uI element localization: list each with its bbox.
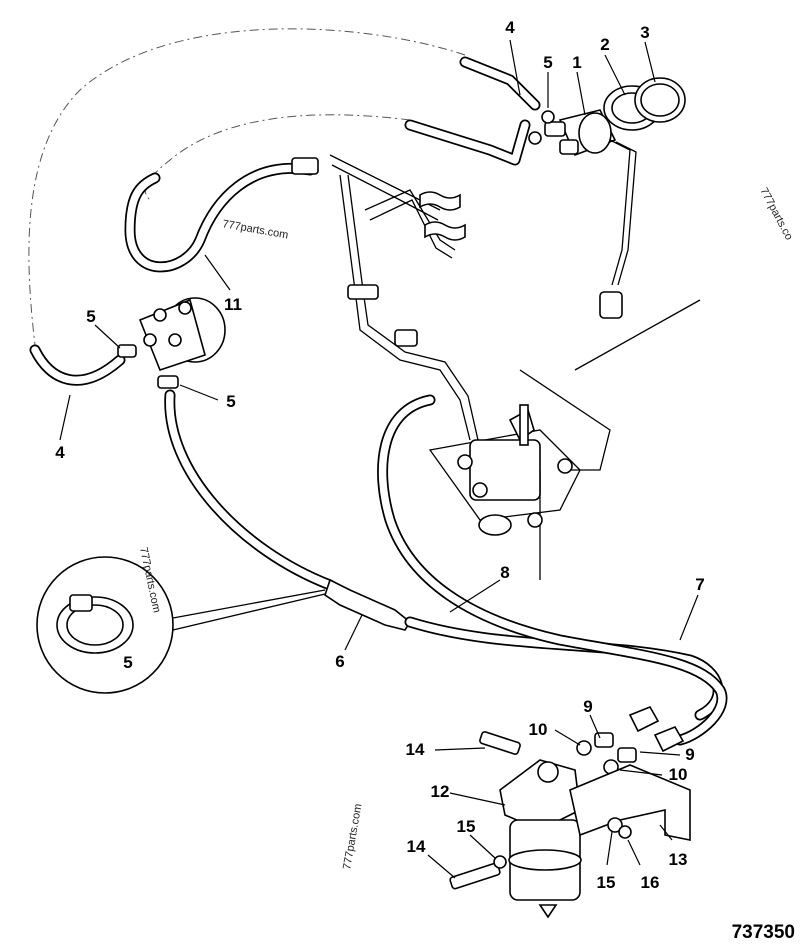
callout-7: 7 — [695, 575, 704, 594]
fuel-filter-12 — [449, 731, 691, 919]
callout-1: 1 — [572, 53, 581, 72]
callout-9-upper: 9 — [583, 697, 592, 716]
callout-10-lower: 10 — [669, 765, 688, 784]
watermark-1: 777parts.com — [221, 218, 289, 241]
watermark-4: 777parts.com — [341, 803, 364, 871]
callouts: 1 2 3 4 5 11 5 5 4 8 7 5 6 9 10 14 9 10 … — [55, 18, 704, 892]
callout-2: 2 — [600, 35, 609, 54]
callout-15-right: 15 — [597, 873, 616, 892]
hose-8 — [377, 394, 728, 746]
clamp-detail-inset — [36, 556, 326, 694]
callout-4-lower: 4 — [55, 443, 65, 462]
left-fuel-head — [29, 297, 226, 389]
callout-3: 3 — [640, 23, 649, 42]
callout-9-lower: 9 — [685, 745, 694, 764]
callout-13: 13 — [669, 850, 688, 869]
hose-main-and-filter-6 — [164, 389, 724, 721]
callout-14-lower: 14 — [407, 837, 426, 856]
callout-15-left: 15 — [457, 817, 476, 836]
callout-4-upper: 4 — [505, 18, 515, 37]
leader-lines — [59, 39, 699, 879]
callout-5-head: 5 — [226, 392, 235, 411]
callout-8: 8 — [500, 563, 509, 582]
fittings-9-10 — [576, 705, 685, 775]
callout-5-inset: 5 — [123, 653, 132, 672]
watermark-3: 777parts.co — [757, 186, 795, 242]
injector-pipe-assembly — [329, 154, 581, 536]
callout-5-left: 5 — [86, 307, 95, 326]
callout-6: 6 — [335, 652, 344, 671]
callout-10-upper: 10 — [529, 720, 548, 739]
callout-11: 11 — [224, 295, 242, 314]
hose-4-upper — [404, 56, 555, 166]
hose-11 — [124, 157, 319, 273]
callout-12: 12 — [431, 782, 450, 801]
callout-14-upper: 14 — [406, 740, 425, 759]
callout-5-upper: 5 — [543, 53, 552, 72]
callout-16: 16 — [641, 873, 660, 892]
figure-number: 737350 — [732, 922, 795, 943]
tank-sender-unit — [544, 77, 686, 319]
